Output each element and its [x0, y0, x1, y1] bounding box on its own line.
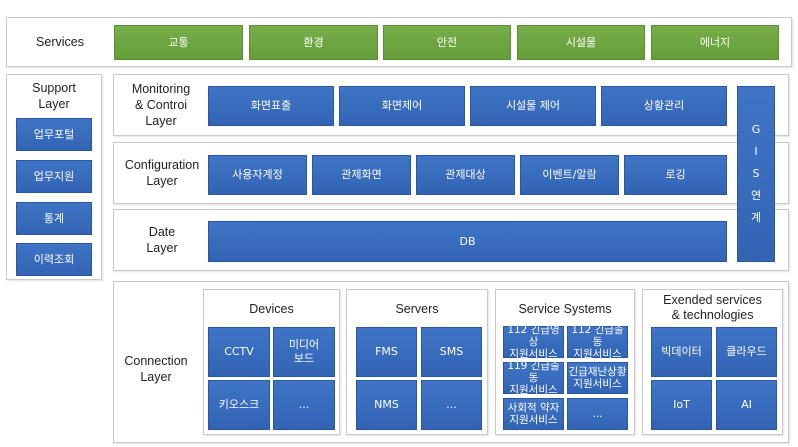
monitor-facility-control[interactable]: 시설물 제어	[470, 86, 596, 126]
svc-vulnerable[interactable]: 사회적 약자 지원서비스	[503, 398, 564, 430]
service-environment[interactable]: 환경	[249, 25, 378, 60]
device-media-board[interactable]: 미디어 보드	[273, 327, 335, 377]
ext-ai[interactable]: AI	[716, 380, 777, 430]
service-energy[interactable]: 에너지	[651, 25, 779, 60]
monitoring-layer-label: Monitoring & Controi Layer	[131, 82, 191, 128]
service-facilities[interactable]: 시설물	[517, 25, 645, 60]
config-control-screen[interactable]: 관제화면	[312, 155, 411, 195]
gis-char-i: I	[754, 145, 758, 158]
server-nms[interactable]: NMS	[356, 380, 417, 430]
svc-disaster[interactable]: 긴급재난상황 지원서비스	[567, 362, 628, 394]
service-systems-title: Service Systems	[518, 302, 612, 316]
monitor-screen-control[interactable]: 화면제어	[339, 86, 465, 126]
support-statistics[interactable]: 통계	[16, 202, 92, 235]
gis-char-yeon: 연	[750, 189, 762, 202]
support-history[interactable]: 이력조회	[16, 243, 92, 276]
server-more[interactable]: ...	[421, 380, 482, 430]
device-more[interactable]: ...	[273, 380, 335, 430]
date-layer-label: Date Layer	[146, 225, 178, 255]
svc-more[interactable]: ...	[567, 398, 628, 430]
gis-char-g: G	[751, 123, 761, 136]
server-fms[interactable]: FMS	[356, 327, 417, 377]
gis-char-s: S	[752, 167, 760, 180]
ext-cloud[interactable]: 클라우드	[716, 327, 777, 377]
ext-bigdata[interactable]: 빅데이터	[651, 327, 712, 377]
db-box[interactable]: DB	[208, 221, 727, 262]
support-portal[interactable]: 업무포털	[16, 118, 92, 151]
config-logging[interactable]: 로깅	[624, 155, 727, 195]
services-label: Services	[36, 35, 84, 49]
configuration-layer-label: Configuration Layer	[124, 158, 200, 188]
config-user-account[interactable]: 사용자계정	[208, 155, 307, 195]
gis-char-gye: 계	[750, 211, 762, 224]
monitor-situation[interactable]: 상황관리	[601, 86, 727, 126]
servers-title: Servers	[395, 302, 439, 316]
config-event-alarm[interactable]: 이벤트/알람	[520, 155, 619, 195]
svc-112-video[interactable]: 112 긴급영상 지원서비스	[503, 324, 564, 360]
device-kiosk[interactable]: 키오스크	[208, 380, 270, 430]
svc-112-dispatch[interactable]: 112 긴급출동 지원서비스	[567, 324, 628, 360]
server-sms[interactable]: SMS	[421, 327, 482, 377]
gis-link-bar[interactable]: G I S 연 계	[737, 86, 775, 262]
connection-layer-label: Connection Layer	[124, 354, 188, 384]
service-traffic[interactable]: 교통	[114, 25, 243, 60]
extended-title: Exended services & technologies	[663, 293, 762, 322]
device-cctv[interactable]: CCTV	[208, 327, 270, 377]
support-layer-label: Support Layer	[32, 81, 76, 111]
svc-119-dispatch[interactable]: 119 긴급출동 지원서비스	[503, 360, 564, 396]
support-work[interactable]: 업무지원	[16, 160, 92, 193]
monitor-screen-display[interactable]: 화면표출	[208, 86, 334, 126]
devices-title: Devices	[249, 302, 294, 316]
service-safety[interactable]: 안전	[383, 25, 511, 60]
ext-iot[interactable]: IoT	[651, 380, 712, 430]
config-control-target[interactable]: 관제대상	[416, 155, 515, 195]
